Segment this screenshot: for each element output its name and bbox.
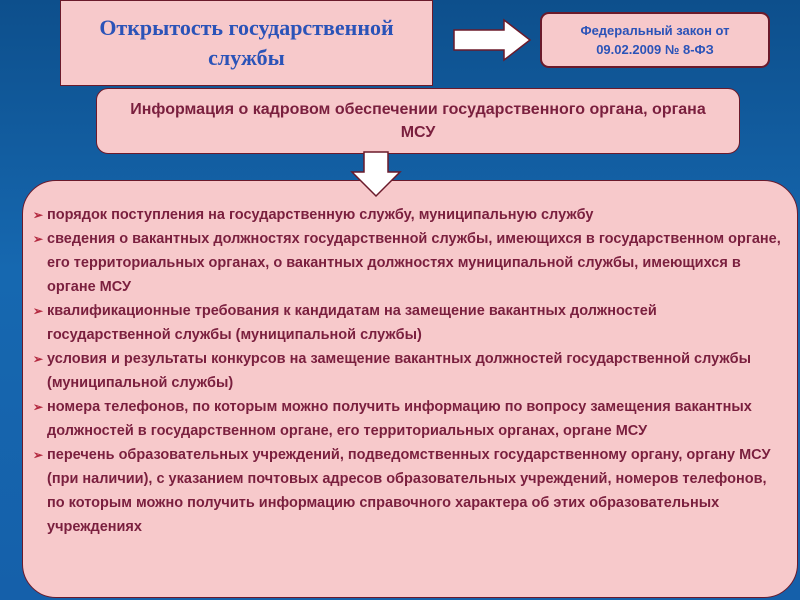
list-item: ➢номера телефонов, по которым можно полу… xyxy=(33,395,783,443)
arrow-bullet-icon: ➢ xyxy=(33,208,44,222)
arrow-bullet-icon: ➢ xyxy=(33,400,44,414)
info-box: Информация о кадровом обеспечении госуда… xyxy=(96,88,740,154)
arrow-bullet-icon: ➢ xyxy=(33,448,44,462)
federal-law-box: Федеральный закон от 09.02.2009 № 8-ФЗ xyxy=(540,12,770,68)
list-item: ➢порядок поступления на государственную … xyxy=(33,203,783,227)
arrow-bullet-icon: ➢ xyxy=(33,232,44,246)
arrow-bullet-icon: ➢ xyxy=(33,352,44,366)
arrow-down-icon xyxy=(350,151,402,198)
info-box-text: Информация о кадровом обеспечении госуда… xyxy=(130,101,706,141)
arrow-bullet-icon: ➢ xyxy=(33,304,44,318)
arrow-right-icon xyxy=(453,18,532,62)
page-title: Открытость государственной службы xyxy=(60,0,433,86)
list-item: ➢сведения о вакантных должностях государ… xyxy=(33,227,783,299)
law-line-1: Федеральный закон от xyxy=(580,23,730,38)
page-title-text: Открытость государственной службы xyxy=(99,15,394,70)
list-item: ➢условия и результаты конкурсов на замещ… xyxy=(33,347,783,395)
law-line-2: 09.02.2009 № 8-ФЗ xyxy=(596,42,714,57)
list-item: ➢квалификационные требования к кандидата… xyxy=(33,299,783,347)
list-item: ➢перечень образовательных учреждений, по… xyxy=(33,443,783,539)
info-list: ➢порядок поступления на государственную … xyxy=(33,203,783,539)
main-list-panel: ➢порядок поступления на государственную … xyxy=(22,180,798,598)
